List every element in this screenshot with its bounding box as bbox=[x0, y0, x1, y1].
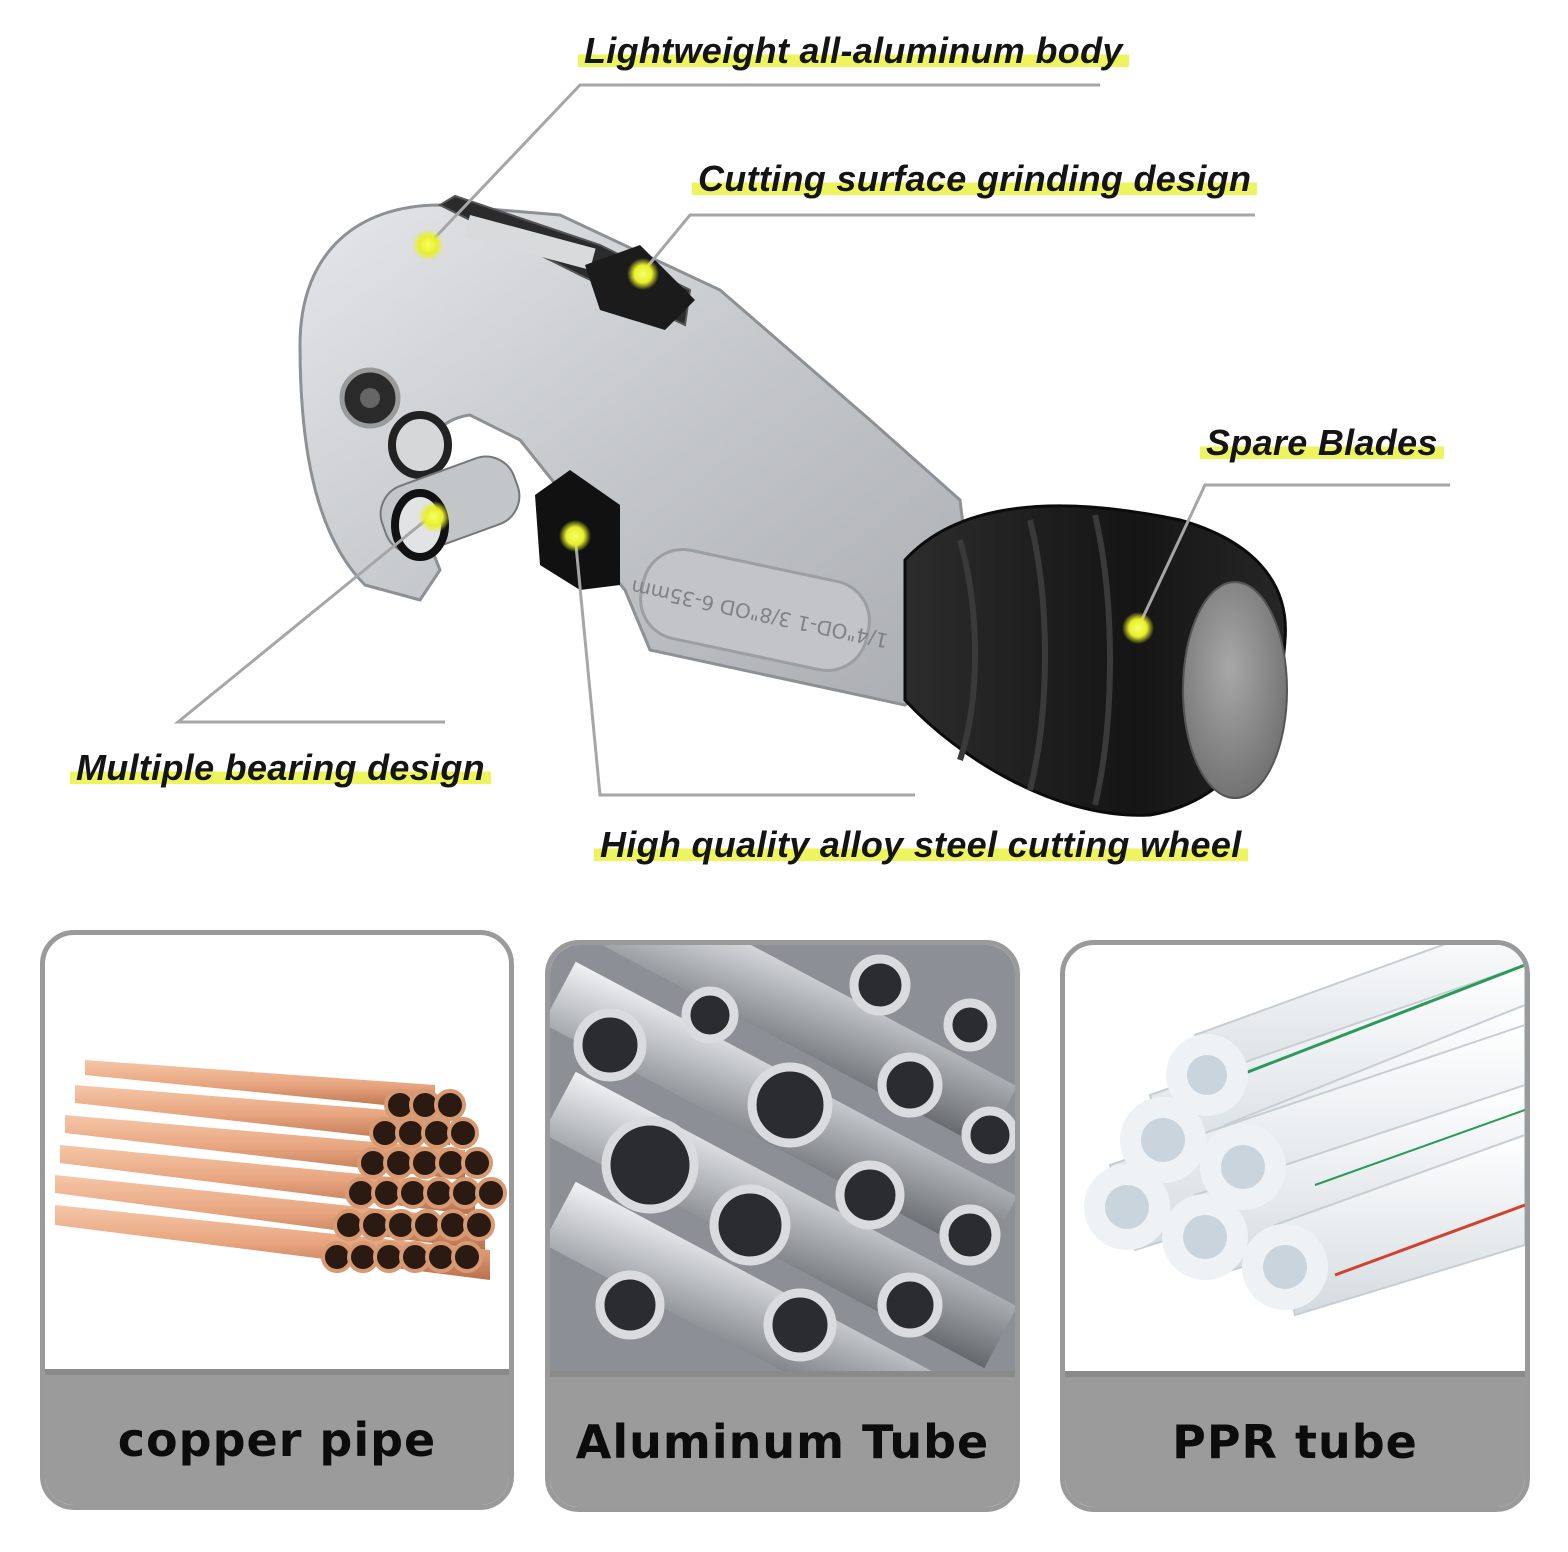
material-label-bar: Aluminum Tube bbox=[550, 1371, 1015, 1507]
material-label-aluminum: Aluminum Tube bbox=[575, 1415, 990, 1469]
callout-grinding: Cutting surface grinding design bbox=[692, 158, 1258, 200]
callout-spare-blades: Spare Blades bbox=[1200, 422, 1444, 464]
material-card-copper: copper pipe bbox=[40, 930, 514, 1510]
tube-cutter-illustration: 1/4"OD-1 3/8"OD 6-35mm bbox=[173, 83, 1450, 817]
material-label-bar: copper pipe bbox=[45, 1369, 509, 1505]
leader-lines bbox=[173, 83, 1450, 797]
material-label-copper: copper pipe bbox=[117, 1413, 437, 1467]
material-card-ppr: PPR tube bbox=[1060, 940, 1530, 1512]
callout-body: Lightweight all-aluminum body bbox=[578, 30, 1129, 72]
callout-bearing: Multiple bearing design bbox=[70, 747, 491, 789]
marker-dot-spare bbox=[1122, 612, 1154, 644]
marker-dot-wheel bbox=[559, 520, 591, 552]
material-card-aluminum: Aluminum Tube bbox=[545, 940, 1020, 1512]
ppr-tube-bundle-icon bbox=[1084, 945, 1525, 1317]
marker-dot-bearing bbox=[418, 501, 450, 533]
marker-dot-grinding bbox=[627, 258, 659, 290]
knob-end-cap bbox=[1182, 581, 1288, 799]
callout-cutting-wheel: High quality alloy steel cutting wheel bbox=[594, 824, 1248, 866]
size-plate bbox=[639, 548, 871, 672]
bearing-rollers bbox=[379, 411, 521, 561]
material-label-ppr: PPR tube bbox=[1172, 1415, 1418, 1469]
material-label-bar: PPR tube bbox=[1065, 1371, 1525, 1507]
copper-pipe-bundle-icon bbox=[55, 1060, 507, 1280]
aluminum-tube-bundle-icon bbox=[550, 945, 1015, 1385]
marker-dots bbox=[412, 229, 1154, 644]
marker-dot-body bbox=[412, 229, 444, 261]
